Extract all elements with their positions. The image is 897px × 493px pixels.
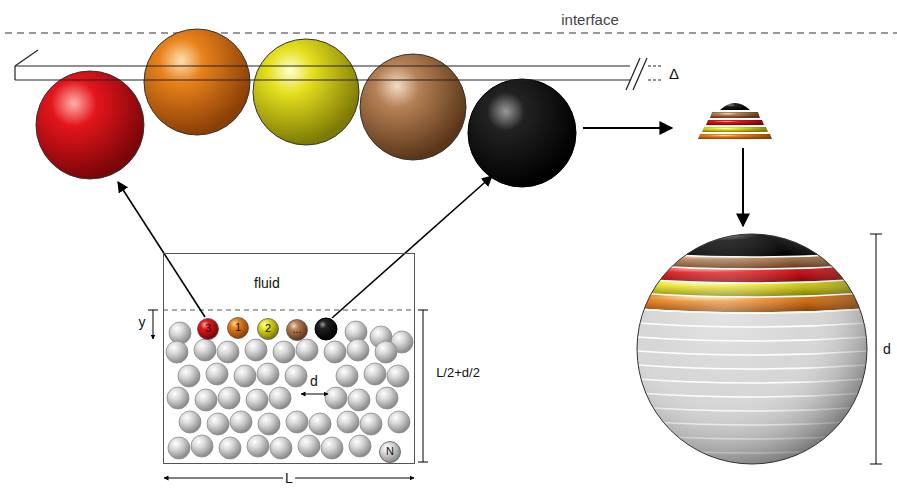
sphere-index: 2 <box>265 323 271 334</box>
width-label: L <box>283 471 295 485</box>
particle-sphere: 3 <box>197 318 219 340</box>
depth-arrow <box>148 310 158 311</box>
sphere-index: N <box>386 446 394 457</box>
particle-sphere: 1 <box>227 317 249 339</box>
dimension-line <box>418 310 428 462</box>
interface-line <box>5 32 897 33</box>
map-arrow <box>118 182 205 317</box>
fluid-container: fluid 3 1 2... N <box>163 253 415 464</box>
packed-spheres <box>166 321 413 459</box>
diameter-arrow <box>301 394 328 395</box>
flow-arrow <box>583 127 672 129</box>
particle-sphere: 2 <box>257 318 279 340</box>
slab-plate <box>15 50 662 90</box>
particle-sphere: N <box>379 441 401 463</box>
sphere-outline <box>637 234 867 464</box>
interface-label: interface <box>559 12 621 27</box>
diameter-label: d <box>881 342 893 356</box>
diameter-label: d <box>308 374 320 388</box>
region-label: fluid <box>254 276 280 290</box>
map-arrow <box>332 176 492 318</box>
flow-arrow <box>742 148 744 226</box>
sphere-index: 1 <box>235 322 241 333</box>
height-label: L/2+d/2 <box>434 366 482 379</box>
small-sphere <box>315 318 337 340</box>
depth-label: y <box>137 315 148 329</box>
gap-symbol: Δ <box>667 66 681 81</box>
sphere-index: ... <box>292 324 301 335</box>
assembled-sphere <box>600 226 897 470</box>
depth-arrow <box>153 310 154 339</box>
dimension-line <box>870 234 882 464</box>
slice-stack <box>698 103 772 139</box>
sphere-index: 3 <box>205 323 211 334</box>
layer-spheres <box>36 29 576 187</box>
particle-sphere: ... <box>286 319 308 341</box>
